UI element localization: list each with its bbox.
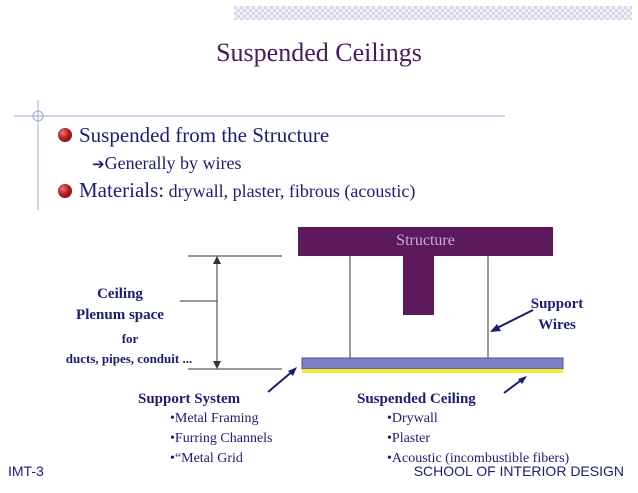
bullet-dot-icon — [58, 128, 72, 142]
plenum-label-line1: Ceiling — [97, 286, 143, 302]
materials-list: drywall, plaster, fibrous (acoustic) — [164, 181, 416, 201]
support-system-item: •“Metal Grid — [170, 451, 243, 466]
structure-stem — [403, 256, 434, 315]
bullet-suspended-from-structure: Suspended from the Structure — [79, 123, 330, 147]
suspended-ceiling-item: •Acoustic (incombustible fibers) — [387, 451, 570, 466]
bullet-dot-icon — [58, 184, 72, 198]
plenum-label-line3: for — [121, 331, 139, 346]
support-wires-label-line1: Support — [530, 296, 584, 312]
sub-bullet-text: Generally by wires — [104, 153, 242, 173]
header-pattern — [234, 6, 632, 20]
suspended-ceiling-title: Suspended Ceiling — [357, 391, 476, 407]
arrow-right-icon: ➔ — [92, 155, 105, 173]
ceiling-finish — [302, 369, 563, 373]
support-wires-label-line2: Wires — [538, 317, 576, 333]
bullet-materials: Materials: drywall, plaster, fibrous (ac… — [79, 178, 415, 203]
support-system-item: •Metal Framing — [170, 411, 259, 426]
footer-left: IMT-3 — [8, 463, 44, 479]
sub-bullet-wires: ➔Generally by wires — [92, 153, 242, 174]
plenum-label-line2: Plenum space — [76, 307, 164, 323]
suspended-ceiling-item: •Drywall — [387, 411, 438, 426]
support-system-title: Support System — [138, 391, 241, 407]
materials-label: Materials: — [79, 178, 165, 202]
structure-beam — [298, 227, 553, 256]
suspended-ceiling-item: •Plaster — [387, 431, 431, 446]
footer-right: SCHOOL OF INTERIOR DESIGN — [413, 463, 624, 479]
slide-title: Suspended Ceilings — [216, 38, 422, 67]
ceiling-panel — [301, 357, 564, 370]
structure-label: Structure — [396, 232, 455, 249]
support-system-item: •Furring Channels — [170, 431, 273, 446]
plenum-label-line4: ducts, pipes, conduit ... — [65, 351, 193, 366]
